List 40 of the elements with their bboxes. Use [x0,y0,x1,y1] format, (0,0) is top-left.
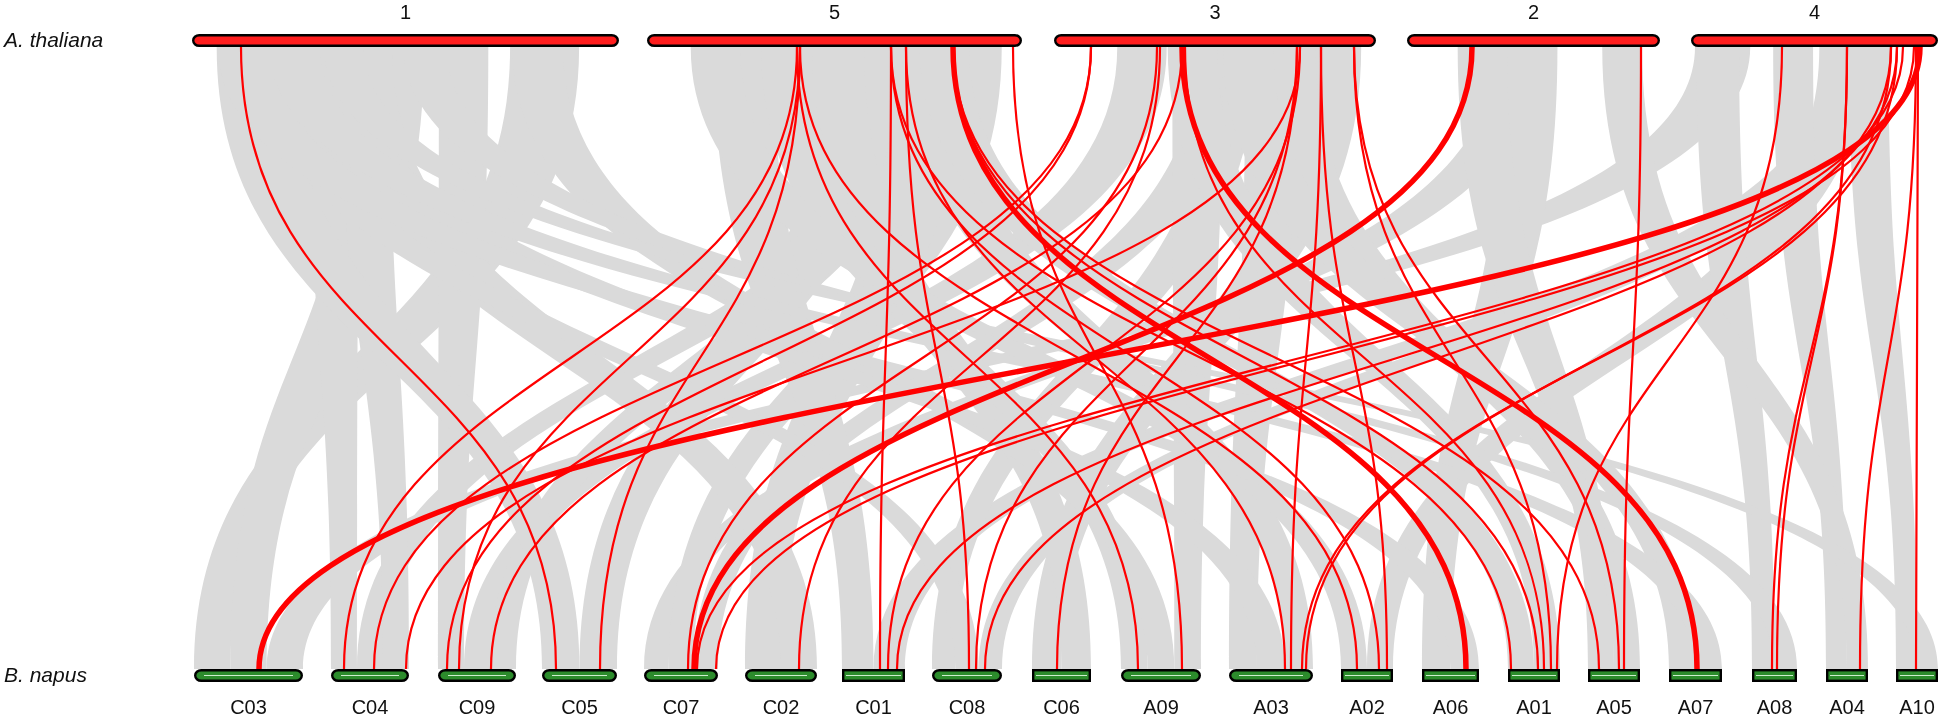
synteny-link [1555,46,1784,670]
chromosome-label: 5 [828,1,841,23]
synteny-link [974,46,1299,670]
synteny-link [239,46,558,670]
synteny-link [1319,47,1389,669]
synteny-link [691,46,1475,670]
chromosome-label: A01 [1516,696,1552,718]
chromosome-label: A04 [1829,696,1865,718]
chromosome-label: C01 [855,696,892,718]
chromosome-label: A08 [1756,696,1793,718]
chromosome-label: A05 [1596,696,1632,718]
chromosome-label: C07 [662,696,700,718]
chromosome-label: C08 [948,696,986,718]
chromosome-label: 2 [1527,1,1540,23]
chromosome-label: A03 [1253,696,1289,718]
chromosome-label: 3 [1209,1,1221,23]
synteny-link [1858,47,1918,669]
chromosome-label: C02 [762,696,800,718]
synteny-link [686,46,1159,670]
synteny-link [798,46,1359,670]
chromosome-label: A10 [1899,696,1935,718]
chromosome-label: 4 [1808,1,1821,23]
chromosome-label: 1 [399,1,412,23]
synteny-link [1622,47,1643,669]
chromosome-label: C09 [458,696,496,718]
synteny-link [1183,46,1546,670]
species-label: B. napus [4,663,87,687]
synteny-link [1914,47,1920,669]
synteny-link [1011,46,1184,670]
synteny-link [1179,46,1700,670]
chromosome-label: C05 [561,696,598,718]
chromosome-label: C04 [351,696,389,718]
chromosome-label: C06 [1043,696,1080,718]
chromosome-label: A06 [1432,696,1469,718]
species-label: A. thaliana [4,28,104,52]
synteny-link [1352,46,1621,670]
chromosome-label: A09 [1143,696,1179,718]
chromosome-label: A07 [1677,696,1714,718]
chromosome-label: C03 [230,696,267,718]
chromosome-label: A02 [1349,696,1385,718]
